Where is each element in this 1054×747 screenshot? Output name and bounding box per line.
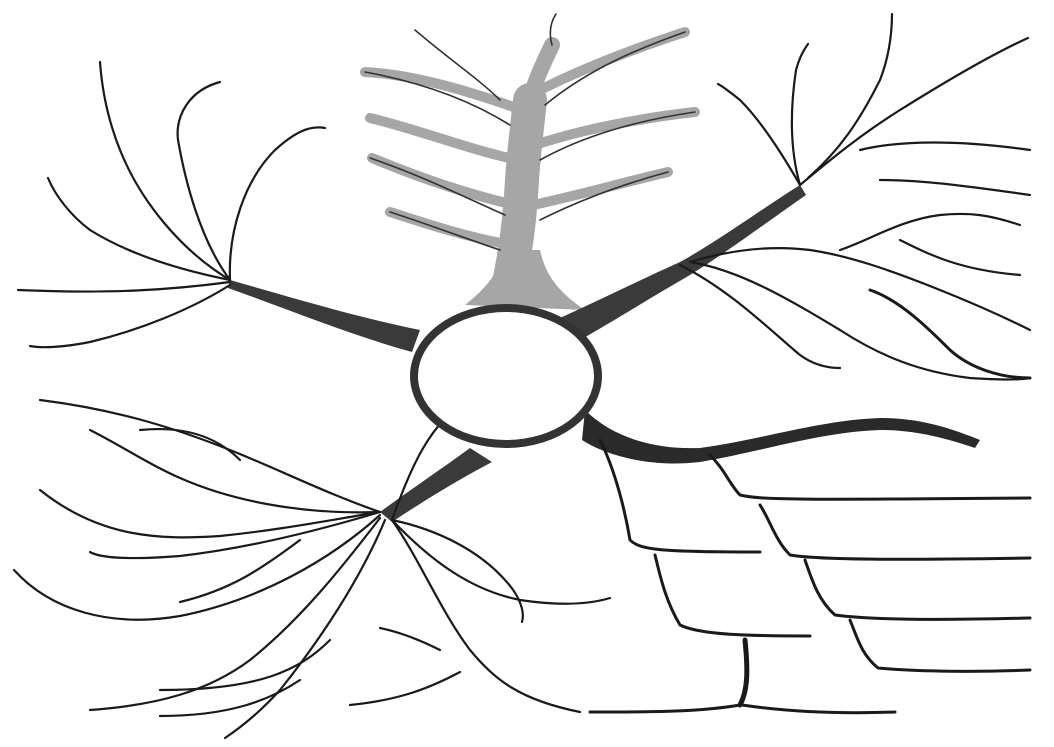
dendrite-c3 bbox=[392, 520, 523, 622]
apical-branch-l2 bbox=[370, 118, 518, 160]
axon-shaft bbox=[740, 640, 747, 705]
dendrite-l2 bbox=[178, 82, 230, 280]
process-upper-left bbox=[228, 280, 420, 352]
dendrite-l8 bbox=[90, 430, 380, 512]
dendrite-r3 bbox=[718, 84, 800, 185]
process-lower-left bbox=[380, 448, 492, 522]
dendrite-l7 bbox=[40, 400, 380, 512]
dendrite-r5 bbox=[860, 143, 1030, 151]
axon-step-6 bbox=[850, 620, 1030, 671]
dendrite-c5 bbox=[350, 672, 460, 705]
dendrite-r12 bbox=[900, 240, 1020, 275]
process-upper-right bbox=[560, 185, 806, 340]
dendrite-r6 bbox=[880, 180, 1030, 195]
dendrite-c4 bbox=[380, 628, 440, 650]
dendrite-l11 bbox=[14, 515, 380, 620]
dendrite-l16 bbox=[160, 640, 330, 690]
axon-terminal-left bbox=[590, 705, 740, 712]
soma-interior bbox=[418, 312, 594, 440]
axon-step-3 bbox=[760, 505, 1030, 559]
dendrite-r1 bbox=[800, 38, 1028, 185]
dendrite-r10 bbox=[840, 214, 1020, 250]
process-lower-right bbox=[582, 410, 980, 463]
dendrite-r4 bbox=[808, 14, 892, 178]
dark-processes bbox=[228, 185, 980, 522]
right-dendrites bbox=[680, 14, 1030, 380]
axon-step-4 bbox=[655, 555, 810, 636]
dendrite-l6 bbox=[30, 285, 230, 347]
apical-branch-l4 bbox=[390, 212, 512, 245]
apical-dendrite bbox=[365, 14, 695, 310]
axon-terminal-right bbox=[742, 705, 895, 713]
axon-terminals bbox=[590, 440, 1030, 713]
apical-branch-l1 bbox=[365, 72, 522, 110]
apical-branch-l3 bbox=[372, 158, 515, 205]
dendrite-l9 bbox=[40, 490, 380, 537]
dendrite-r11 bbox=[870, 290, 1030, 378]
dendrite-r7 bbox=[690, 248, 1030, 330]
dendrite-r8 bbox=[690, 262, 1030, 380]
dendrite-c2 bbox=[392, 520, 610, 604]
dendrite-r2 bbox=[792, 44, 808, 185]
cell-body bbox=[410, 304, 602, 448]
axon-step-5 bbox=[805, 560, 1030, 619]
apical-base bbox=[465, 250, 585, 310]
dendrite-l5 bbox=[18, 282, 230, 292]
dendrite-l3 bbox=[230, 127, 325, 280]
dendrite-l14 bbox=[140, 429, 240, 460]
dendrite-c1 bbox=[392, 520, 580, 712]
dendrite-l15 bbox=[180, 540, 300, 602]
axon-step-2 bbox=[710, 455, 1030, 499]
